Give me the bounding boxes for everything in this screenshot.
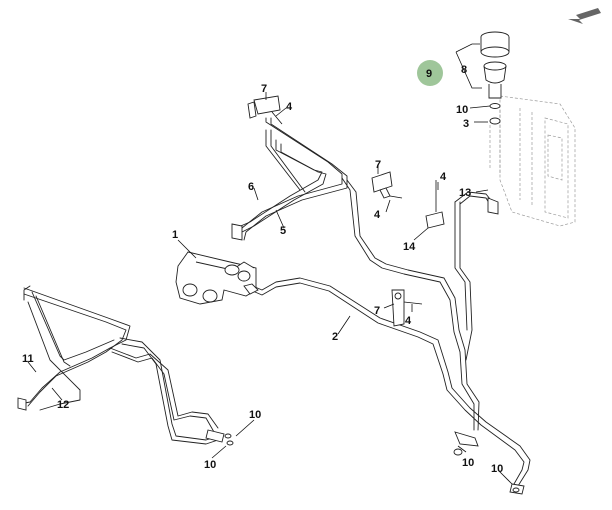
callout-10-left-lower: 10	[204, 459, 216, 471]
callout-10-left-upper: 10	[249, 409, 261, 421]
callout-4-lower: 4	[405, 315, 412, 327]
clamp-lower	[391, 289, 423, 327]
clamp-upper-left	[247, 95, 283, 125]
callout-7-upper: 7	[261, 83, 267, 95]
callout-10-center: 10	[462, 457, 474, 469]
clamp-14	[425, 180, 445, 229]
callout-5: 5	[280, 225, 286, 237]
callout-7-middle: 7	[375, 159, 381, 171]
pipe-assembly-5-6	[231, 117, 348, 241]
callout-6: 6	[248, 181, 254, 193]
callout-4-right: 4	[440, 171, 447, 183]
callout-4-middle: 4	[374, 209, 381, 221]
direction-arrow-icon	[568, 8, 601, 24]
callout-11: 11	[22, 353, 34, 365]
callout-4-upper: 4	[286, 101, 293, 113]
callout-2: 2	[332, 331, 338, 343]
callout-8: 8	[461, 64, 467, 76]
reservoir-cap-assembly	[480, 31, 510, 125]
callout-10-right: 10	[491, 463, 503, 475]
callout-14: 14	[403, 241, 416, 253]
callout-13: 13	[459, 187, 471, 199]
callout-7-lower: 7	[374, 305, 380, 317]
callout-1: 1	[172, 229, 178, 241]
pipe-assembly-11-12	[17, 285, 234, 446]
pipe-assembly-2	[247, 177, 531, 495]
valve-block	[175, 251, 259, 305]
clamp-middle	[371, 171, 403, 199]
callout-10-cap: 10	[456, 104, 468, 116]
leader-lines	[27, 43, 513, 485]
highlight-circle-9	[417, 60, 443, 86]
callout-3: 3	[463, 118, 469, 130]
callout-12: 12	[57, 399, 69, 411]
callout-9: 9	[426, 68, 432, 80]
mounting-frame-outline	[489, 95, 576, 227]
